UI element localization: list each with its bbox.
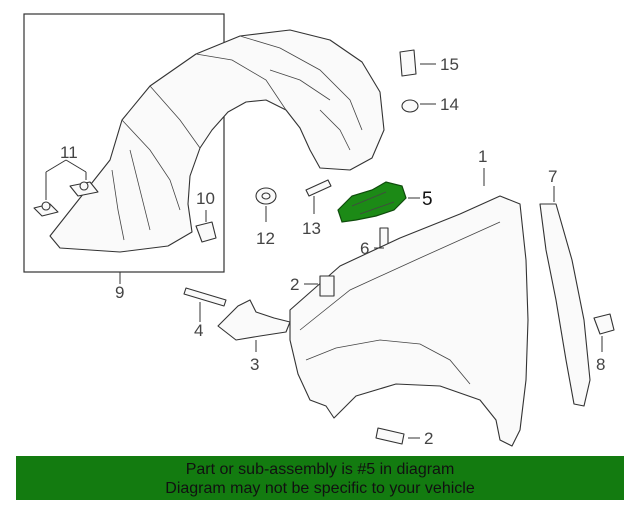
callout-5: 5 — [422, 189, 433, 210]
seal-7 — [539, 203, 591, 407]
bolt-2b — [375, 427, 405, 445]
bolt-4 — [183, 287, 227, 307]
callout-10: 10 — [196, 189, 215, 208]
parts-diagram: 11 10 9 12 13 15 14 5 6 1 7 8 2 2 3 4 — [23, 13, 615, 448]
bracket-3 — [217, 299, 291, 341]
part-info-banner: Part or sub-assembly is #5 in diagram Di… — [16, 456, 624, 500]
callout-11: 11 — [60, 143, 78, 162]
screw-13 — [305, 179, 332, 197]
banner-line-2: Diagram may not be specific to your vehi… — [165, 480, 475, 497]
clip-15 — [399, 49, 417, 77]
nut-11-group — [33, 181, 99, 217]
fender-liner — [49, 29, 385, 253]
callout-4: 4 — [194, 321, 203, 340]
callout-3: 3 — [250, 355, 259, 374]
callout-labels: 11 10 9 12 13 15 14 5 6 1 7 8 2 2 3 4 — [60, 55, 605, 448]
callout-15: 15 — [440, 55, 459, 74]
clip-8 — [593, 313, 615, 335]
callout-2a: 2 — [290, 275, 299, 294]
bolt-2a — [319, 275, 335, 297]
callout-7: 7 — [548, 167, 557, 186]
callout-1: 1 — [478, 147, 487, 166]
front-fender — [289, 195, 529, 447]
inset-box — [23, 13, 225, 273]
callout-13: 13 — [302, 219, 321, 238]
callout-2b: 2 — [424, 429, 433, 448]
callout-12: 12 — [256, 229, 275, 248]
callout-14: 14 — [440, 95, 459, 114]
clip-10 — [195, 221, 217, 243]
callout-8: 8 — [596, 355, 605, 374]
leader-lines — [45, 63, 603, 439]
callout-6: 6 — [360, 239, 369, 258]
grommet-14 — [401, 99, 419, 113]
bracket-5 — [337, 181, 407, 223]
banner-line-1: Part or sub-assembly is #5 in diagram — [185, 461, 455, 478]
callout-9: 9 — [115, 283, 124, 302]
